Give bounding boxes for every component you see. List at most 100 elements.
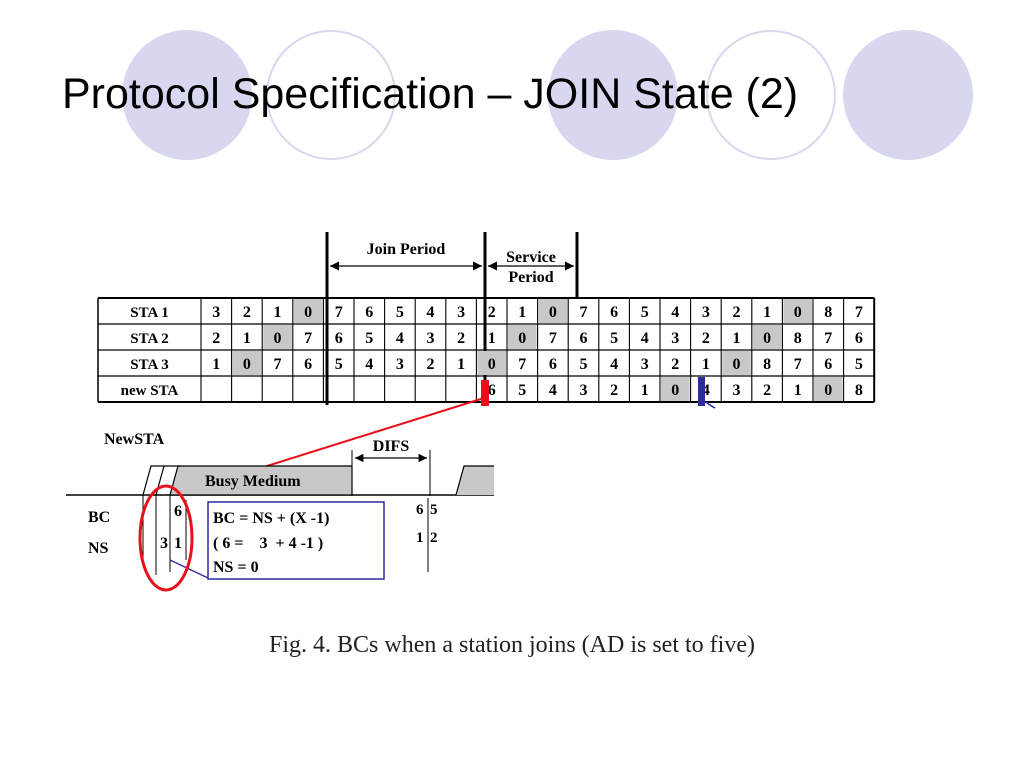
- join-marker: [481, 380, 489, 406]
- table-cell: 6: [365, 304, 373, 321]
- newsta-label: NewSTA: [104, 431, 165, 448]
- table-cell: 6: [304, 356, 312, 373]
- table-cell: 7: [518, 356, 526, 373]
- table-cell: 2: [671, 356, 679, 373]
- table-cell: 4: [427, 304, 435, 321]
- blue-marker: [698, 377, 705, 406]
- table-cell: 1: [794, 382, 802, 399]
- table-cell: 2: [427, 356, 435, 373]
- table-cell: 5: [365, 330, 373, 347]
- table-cell: 3: [457, 304, 465, 321]
- decorative-circle-4: [706, 30, 836, 160]
- table-cell: 2: [488, 304, 496, 321]
- table-cell: 3: [702, 304, 710, 321]
- table-cell: 4: [610, 356, 618, 373]
- table-cell: 2: [763, 382, 771, 399]
- table-cell: 1: [641, 382, 649, 399]
- table-cell: 5: [855, 356, 863, 373]
- blue-marker-tail: [705, 401, 716, 409]
- table-cell: 7: [304, 330, 312, 347]
- formula-line-3: NS = 0: [213, 559, 259, 576]
- difs-label: DIFS: [373, 438, 410, 455]
- table-cell: 8: [824, 304, 832, 321]
- table-cell: 3: [733, 382, 741, 399]
- table-cell: 6: [855, 330, 863, 347]
- table-cell: 2: [457, 330, 465, 347]
- table-cell: 5: [518, 382, 526, 399]
- table-cell: 6: [610, 304, 618, 321]
- table-cell: 2: [212, 330, 220, 347]
- table-cell: 4: [365, 356, 373, 373]
- formula-line-1: BC = NS + (X -1): [213, 510, 329, 527]
- table-cell: 5: [580, 356, 588, 373]
- row-label: STA 1: [130, 305, 169, 321]
- table-cell: 7: [335, 304, 343, 321]
- table-cell: 1: [243, 330, 251, 347]
- table-cell: 1: [733, 330, 741, 347]
- zero-cell-shade: [508, 325, 537, 349]
- service-period-label-line2: Period: [508, 269, 553, 286]
- table-cell: 0: [763, 330, 771, 347]
- table-cell: 0: [671, 382, 679, 399]
- row-label: STA 2: [130, 331, 169, 347]
- table-cell: 3: [427, 330, 435, 347]
- right-ns-value-2: 2: [430, 530, 438, 546]
- row-label: new STA: [121, 383, 179, 399]
- table-cell: 1: [274, 304, 282, 321]
- table-cell: 0: [824, 382, 832, 399]
- table-cell: 4: [671, 304, 679, 321]
- table-cell: 4: [641, 330, 649, 347]
- zero-cell-shade: [722, 351, 751, 375]
- table-cell: 6: [488, 382, 496, 399]
- right-bc-value-2: 5: [430, 502, 438, 518]
- join-period-label: Join Period: [367, 241, 446, 258]
- highlight-ellipse: [138, 484, 194, 592]
- decorative-circle-5: [843, 30, 973, 160]
- table-cell: 8: [855, 382, 863, 399]
- table-cell: 3: [641, 356, 649, 373]
- bc-value: 6: [174, 503, 182, 520]
- table-cell: 3: [396, 356, 404, 373]
- zero-cell-shade: [814, 377, 843, 401]
- table-cell: 8: [763, 356, 771, 373]
- table-cell: 6: [335, 330, 343, 347]
- zero-cell-shade: [477, 351, 506, 375]
- zero-cell-shade: [293, 299, 323, 323]
- table-cell: 1: [763, 304, 771, 321]
- figure-caption: Fig. 4. BCs when a station joins (AD is …: [269, 632, 755, 658]
- table-cell: 4: [396, 330, 404, 347]
- table-cell: 7: [580, 304, 588, 321]
- bc-row-label: BC: [88, 509, 110, 526]
- zero-cell-shade: [661, 377, 690, 401]
- table-cell: 6: [580, 330, 588, 347]
- formula-line-2: ( 6 = 3 + 4 -1 ): [213, 535, 323, 552]
- table-cell: 1: [488, 330, 496, 347]
- table-cell: 3: [671, 330, 679, 347]
- table-cell: 0: [243, 356, 251, 373]
- table-cell: 1: [212, 356, 220, 373]
- table-cell: 6: [549, 356, 557, 373]
- formula-box: [207, 501, 385, 580]
- table-cell: 1: [702, 356, 710, 373]
- decorative-circle-1: [122, 30, 252, 160]
- zero-cell-shade: [783, 299, 812, 323]
- table-cell: 0: [488, 356, 496, 373]
- decorative-circle-2: [266, 30, 396, 160]
- table-cell: 3: [580, 382, 588, 399]
- table-cell: 1: [518, 304, 526, 321]
- table-cell: 7: [824, 330, 832, 347]
- table-cell: 7: [274, 356, 282, 373]
- decorative-circle-3: [548, 30, 678, 160]
- table-cell: 2: [243, 304, 251, 321]
- table-cell: 4: [702, 382, 710, 399]
- table-cell: 7: [549, 330, 557, 347]
- table-cell: 2: [733, 304, 741, 321]
- ns-value-1: 3: [160, 535, 168, 552]
- table-cell: 5: [610, 330, 618, 347]
- right-bc-value-1: 6: [416, 502, 424, 518]
- busy-medium-label: Busy Medium: [205, 473, 301, 490]
- table-cell: 0: [304, 304, 312, 321]
- table-cell: 0: [518, 330, 526, 347]
- table-cell: 6: [824, 356, 832, 373]
